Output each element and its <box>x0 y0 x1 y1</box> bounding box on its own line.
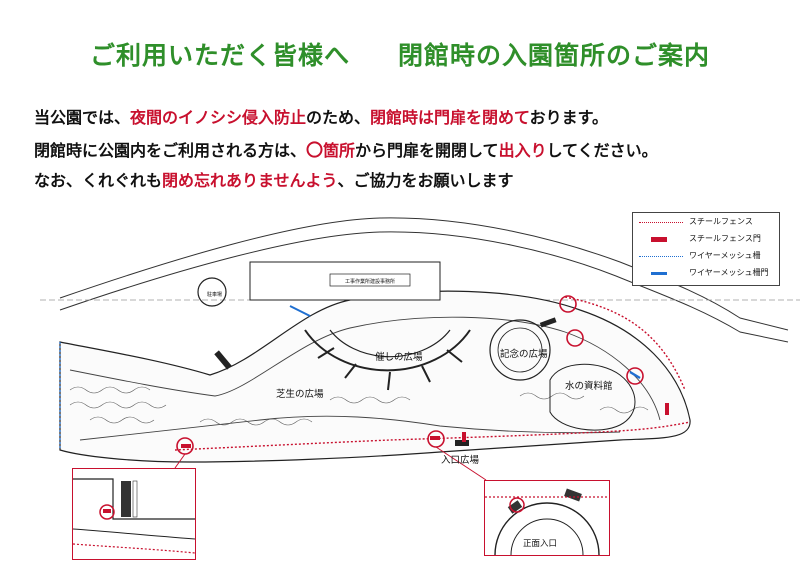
line2-segment-3: から門扉を開閉して <box>355 141 499 160</box>
line2-segment-1: 〇 <box>306 141 324 161</box>
park-path-1 <box>69 316 661 421</box>
label-entrance-plaza: 入口広場 <box>441 455 480 466</box>
legend-item-steel-fence: スチールフェンス <box>637 215 777 231</box>
steel-fence-swatch <box>639 222 683 223</box>
steel-fence-line <box>174 421 691 451</box>
intro-line-2: 閉館時に公園内をご利用される方は、〇箇所から門扉を開閉して出入りしてください。 <box>34 136 658 161</box>
line1-segment-1: 夜間のイノシシ侵入防止 <box>130 108 307 127</box>
line2-segment-4: 出入り <box>498 141 547 160</box>
title-right: 閉館時の入園箇所のご案内 <box>398 41 711 70</box>
water-museum-outline <box>549 363 636 431</box>
line1-segment-2: のため、 <box>306 108 371 127</box>
legend-item-steel-gate: スチールフェンス門 <box>637 232 777 248</box>
wire-fence-swatch <box>639 256 683 257</box>
bridge-building <box>249 261 441 301</box>
line1-segment-0: 当公園では、 <box>34 108 131 127</box>
legend-item-wire-fence: ワイヤーメッシュ柵 <box>637 249 777 265</box>
line1-segment-3: 閉館時は門扉を閉めて <box>370 108 530 127</box>
parking-circle <box>197 277 227 307</box>
wire-gate-mark <box>289 305 311 317</box>
line2-segment-5: してください。 <box>546 141 658 160</box>
label-water-museum: 水の資料館 <box>565 381 613 392</box>
parking-label: 駐車場 <box>207 291 222 298</box>
intro-line-1: 当公園では、夜間のイノシシ侵入防止のため、閉館時は門扉を閉めております。 <box>34 104 608 128</box>
label-lawn-plaza: 芝生の広場 <box>276 389 324 400</box>
inset-entrance-gate-circle <box>509 497 525 513</box>
line2-segment-2: 箇所 <box>323 141 356 160</box>
steel-gate-swatch <box>651 237 667 242</box>
park-map: 駐車場 工事作業所建設事務所 <box>40 217 800 481</box>
gate-circle-4 <box>566 329 584 347</box>
steel-gates <box>181 403 669 448</box>
inset-west-gate <box>72 468 196 560</box>
map-legend: スチールフェンス スチールフェンス門 ワイヤーメッシュ柵 ワイヤーメッシュ柵門 <box>632 212 780 286</box>
line2-segment-0: 閉館時に公園内をご利用される方は、 <box>34 141 307 160</box>
label-event-plaza: 催しの広場 <box>375 352 423 363</box>
steel-fence-line-east <box>564 296 686 391</box>
event-plaza-arc-outer <box>304 329 471 372</box>
title-left: ご利用いただく皆様へ <box>89 41 350 70</box>
line3-segment-0: なお、くれぐれも <box>34 171 163 190</box>
line3-segment-1: 閉め忘れありませんよう <box>162 171 338 190</box>
gate-circle-3 <box>559 295 577 313</box>
intro-line-3: なお、くれぐれも閉め忘れありませんよう、ご協力をお願いします <box>34 167 514 191</box>
event-plaza-arc-inner <box>329 329 451 358</box>
road-inner-line <box>59 231 789 343</box>
label-memorial-plaza: 記念の広場 <box>500 349 548 360</box>
inset-west-gate-circle <box>99 504 115 520</box>
park-path-2 <box>79 415 621 441</box>
wire-gate-mark-east <box>629 370 641 380</box>
line3-segment-2: 、ご協力をお願いします <box>337 171 514 190</box>
inset-main-entrance: 正面入口 <box>484 480 610 556</box>
wire-gate-swatch <box>651 272 667 275</box>
gate-circle-5 <box>626 367 644 385</box>
park-boundary <box>59 290 691 463</box>
line1-segment-4: おります。 <box>529 108 608 127</box>
stairs <box>214 317 557 446</box>
label-main-entrance: 正面入口 <box>523 539 558 549</box>
event-plaza-steps <box>317 347 463 391</box>
page-title: ご利用いただく皆様へ 閉館時の入園箇所のご案内 <box>0 36 800 72</box>
memorial-plaza-circle <box>489 319 551 381</box>
vegetation-area <box>69 386 649 426</box>
bridge-label: 工事作業所建設事務所 <box>345 278 395 285</box>
legend-item-wire-gate: ワイヤーメッシュ柵門 <box>637 266 777 282</box>
